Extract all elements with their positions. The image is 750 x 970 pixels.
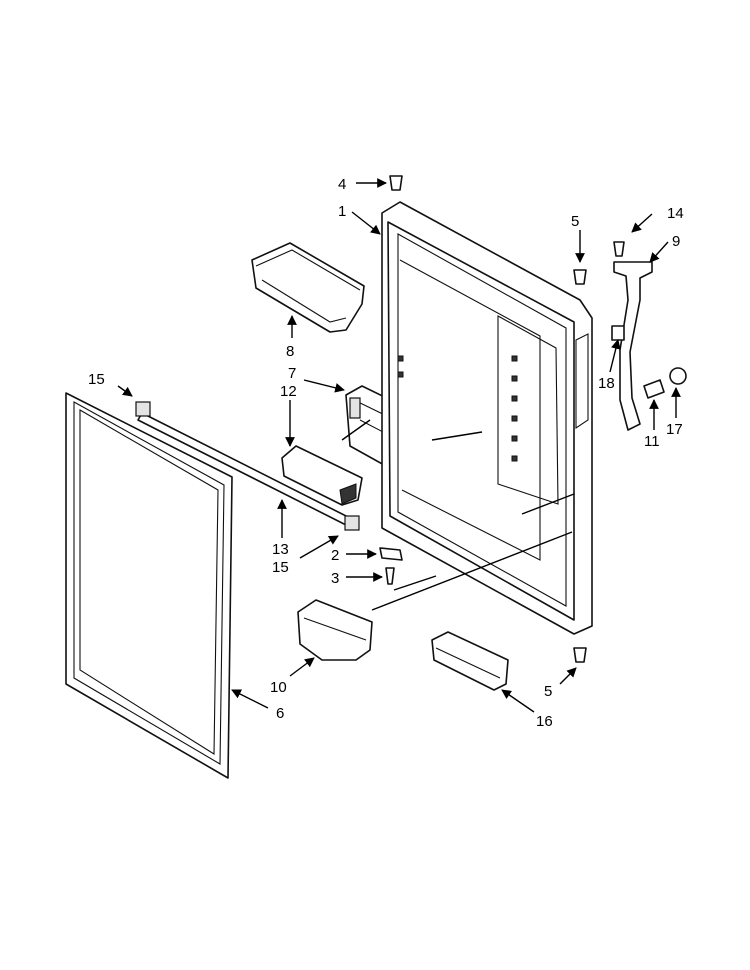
callout-4: 4 bbox=[338, 176, 346, 193]
callout-5-lower: 5 bbox=[544, 683, 552, 700]
hinge-screw bbox=[613, 241, 625, 257]
door-bin-upper bbox=[251, 242, 365, 333]
spacer bbox=[611, 325, 625, 341]
bin-cover bbox=[281, 445, 363, 506]
callout-7: 7 bbox=[288, 365, 296, 382]
callout-10: 10 bbox=[270, 679, 287, 696]
callout-6: 6 bbox=[276, 705, 284, 722]
end-cap-bottom bbox=[344, 515, 360, 531]
callout-2: 2 bbox=[331, 547, 339, 564]
callout-15-lower: 15 bbox=[272, 559, 289, 576]
callout-12: 12 bbox=[280, 383, 297, 400]
cap bbox=[669, 367, 687, 385]
callout-15-upper: 15 bbox=[88, 371, 105, 388]
door-bin-lower bbox=[297, 599, 373, 661]
door-liner bbox=[381, 201, 593, 635]
callout-1: 1 bbox=[338, 203, 346, 220]
assembly-lines bbox=[341, 419, 575, 611]
liner-dimples bbox=[397, 355, 518, 462]
screw bbox=[385, 567, 395, 585]
callout-arrows bbox=[117, 178, 681, 713]
callout-8: 8 bbox=[286, 343, 294, 360]
spring bbox=[643, 379, 665, 399]
bracket bbox=[379, 547, 403, 561]
small-bin bbox=[431, 631, 509, 691]
callout-13: 13 bbox=[272, 541, 289, 558]
callout-11: 11 bbox=[644, 433, 660, 450]
callout-18: 18 bbox=[598, 375, 615, 392]
callout-17: 17 bbox=[666, 421, 683, 438]
hinge-plug-lower bbox=[573, 647, 587, 663]
shelf-rail bbox=[135, 401, 360, 531]
callout-labels: 4 1 5 14 9 8 15 7 12 18 11 17 13 15 2 3 … bbox=[88, 176, 684, 730]
callout-16: 16 bbox=[536, 713, 553, 730]
callout-14: 14 bbox=[667, 205, 684, 222]
hinge-plug-upper bbox=[573, 269, 587, 285]
callout-5-upper: 5 bbox=[571, 213, 579, 230]
callout-3: 3 bbox=[331, 570, 339, 587]
door-gasket bbox=[65, 392, 233, 779]
hinge-arm bbox=[613, 261, 653, 431]
end-cap-top bbox=[135, 401, 151, 417]
callout-9: 9 bbox=[672, 233, 680, 250]
plug-top bbox=[389, 175, 403, 191]
